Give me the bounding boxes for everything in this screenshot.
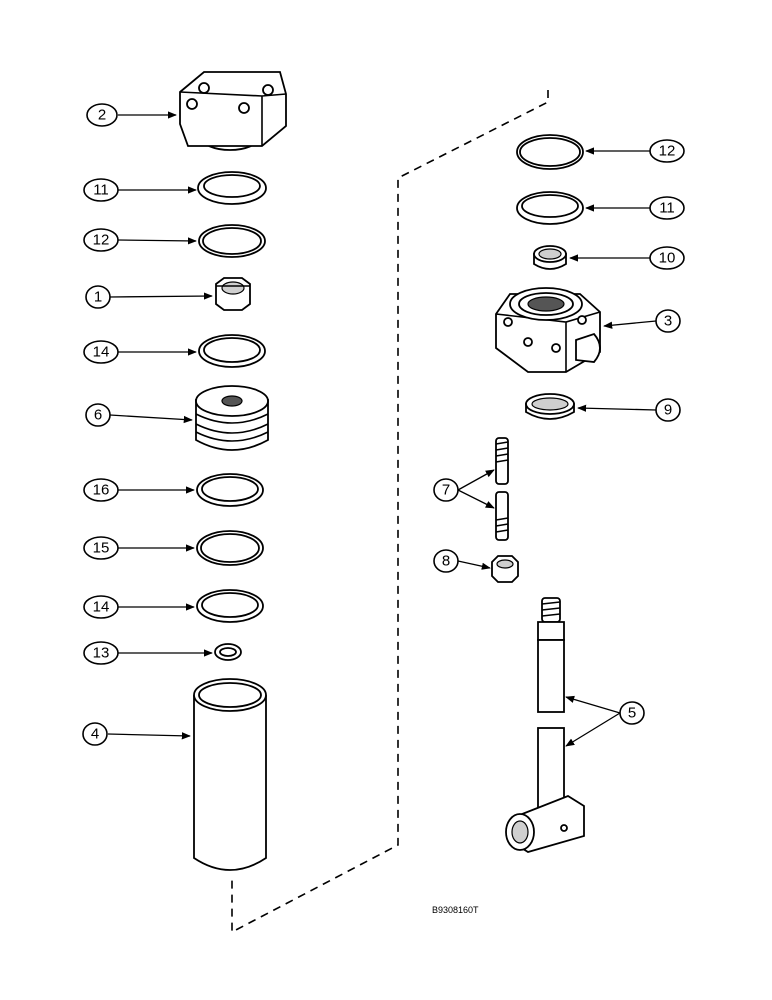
- callout-15: 15: [83, 536, 119, 560]
- svg-text:10: 10: [659, 250, 676, 267]
- callout-7: 7: [433, 478, 459, 502]
- svg-text:2: 2: [98, 107, 106, 124]
- part-o-ring-15: [196, 530, 264, 566]
- callout-12-right: 12: [649, 139, 685, 163]
- part-piston-rod-5: [505, 597, 585, 853]
- part-cylinder-head-3: [495, 287, 601, 373]
- svg-text:16: 16: [93, 482, 110, 499]
- callout-14-lower: 14: [83, 595, 119, 619]
- callout-8: 8: [433, 549, 459, 573]
- part-seal-ring-14-lower: [196, 589, 264, 623]
- callout-13: 13: [83, 641, 119, 665]
- callout-1: 1: [85, 285, 111, 309]
- part-bushing-10: [533, 245, 567, 270]
- svg-text:11: 11: [93, 182, 109, 199]
- svg-text:14: 14: [93, 599, 110, 616]
- part-seal-ring-14-upper: [198, 334, 266, 368]
- callout-6: 6: [85, 403, 111, 427]
- svg-text:7: 7: [442, 482, 450, 499]
- part-seal-ring-11-left: [197, 171, 267, 205]
- figure-code: B9308160T: [432, 905, 479, 915]
- svg-text:15: 15: [93, 540, 110, 557]
- callout-2: 2: [86, 103, 118, 127]
- svg-text:14: 14: [93, 344, 110, 361]
- part-seal-ring-16: [196, 473, 264, 507]
- svg-text:6: 6: [94, 407, 102, 424]
- part-o-ring-12-left: [198, 224, 266, 258]
- svg-text:5: 5: [628, 705, 636, 722]
- part-nut-8: [491, 555, 519, 583]
- callout-16: 16: [83, 478, 119, 502]
- svg-text:3: 3: [664, 313, 672, 330]
- callout-5: 5: [619, 701, 645, 725]
- callout-9: 9: [655, 398, 681, 422]
- callout-11-right: 11: [649, 196, 685, 220]
- part-seal-ring-11-right: [516, 191, 584, 225]
- svg-text:9: 9: [664, 402, 672, 419]
- part-wiper-ring-9: [525, 393, 575, 420]
- part-piston-6: [195, 385, 269, 451]
- callout-10: 10: [649, 246, 685, 270]
- part-o-ring-12-right: [516, 134, 584, 170]
- callout-11-left: 11: [83, 178, 119, 202]
- part-nut-1: [215, 277, 251, 311]
- callout-3: 3: [655, 309, 681, 333]
- svg-text:13: 13: [93, 645, 110, 662]
- svg-text:8: 8: [442, 553, 450, 570]
- part-tie-rods-7: [495, 437, 509, 541]
- part-cylinder-barrel-4: [193, 678, 267, 871]
- callout-12-left: 12: [83, 228, 119, 252]
- callout-14-upper: 14: [83, 340, 119, 364]
- svg-text:12: 12: [659, 143, 676, 160]
- svg-text:4: 4: [91, 726, 99, 743]
- leader-lines: [107, 111, 657, 747]
- svg-text:1: 1: [94, 289, 102, 306]
- part-end-cap: [179, 71, 287, 151]
- part-washer-13: [214, 643, 242, 661]
- svg-text:11: 11: [659, 200, 675, 217]
- callout-4: 4: [82, 722, 108, 746]
- svg-text:12: 12: [93, 232, 110, 249]
